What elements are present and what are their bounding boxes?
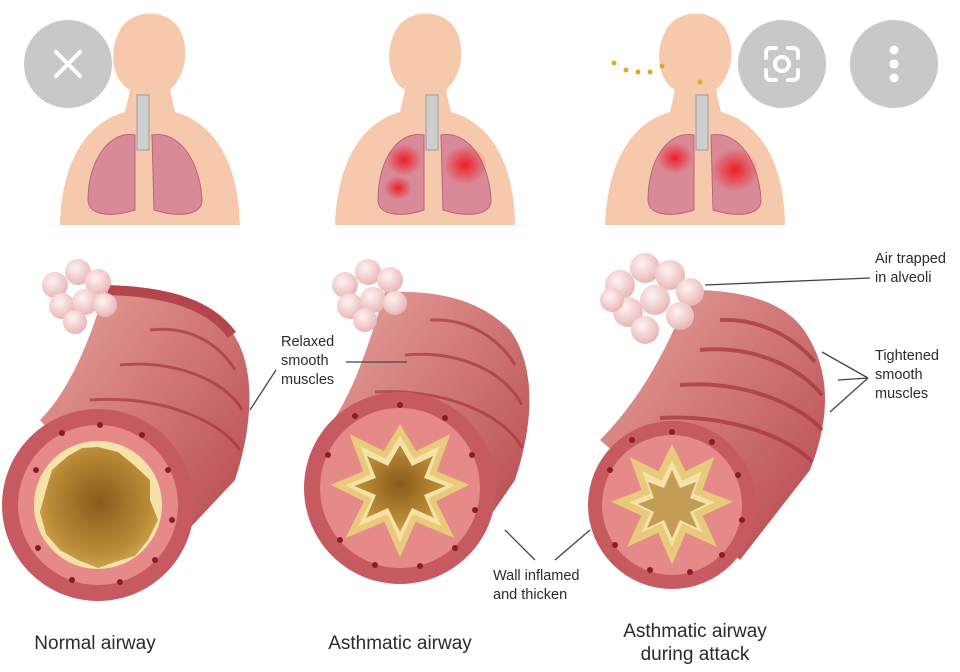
alveoli-cluster-asthmatic	[332, 259, 407, 332]
label-line: smooth	[875, 367, 923, 383]
airway-attack	[588, 253, 825, 589]
more-options-button[interactable]	[850, 20, 938, 108]
more-vertical-icon	[889, 45, 899, 83]
alveoli-cluster-attack	[600, 253, 704, 344]
torso-attack	[605, 13, 785, 225]
label-wall-inflamed: Wall inflamed and thicken	[493, 567, 580, 605]
caption-line: Asthmatic airway	[328, 633, 472, 654]
label-tightened-smooth-muscles: Tightened smooth muscles	[875, 347, 939, 404]
close-icon	[54, 50, 82, 78]
label-relaxed-smooth-muscles: Relaxed smooth muscles	[281, 333, 334, 390]
label-line: and thicken	[493, 587, 568, 603]
caption-asthmatic-airway: Asthmatic airway	[310, 632, 490, 655]
label-line: Relaxed	[281, 334, 335, 350]
torso-asthmatic	[335, 13, 515, 225]
airway-asthmatic	[304, 259, 530, 584]
caption-line: Normal airway	[34, 633, 156, 654]
caption-asthmatic-airway-attack: Asthmatic airway during attack	[600, 620, 790, 666]
close-button[interactable]	[24, 20, 112, 108]
airway-normal	[2, 259, 250, 601]
leader-lines	[249, 277, 871, 561]
label-line: muscles	[875, 386, 929, 402]
caption-normal-airway: Normal airway	[10, 632, 180, 655]
caption-line: Asthmatic airway	[623, 621, 767, 642]
label-line: Wall inflamed	[493, 568, 580, 584]
alveoli-cluster-normal	[42, 259, 117, 334]
lens-search-button[interactable]	[738, 20, 826, 108]
torso-normal	[60, 13, 240, 225]
lens-search-icon	[764, 46, 800, 82]
label-line: in alveoli	[875, 270, 932, 286]
caption-line: during attack	[640, 644, 750, 665]
label-line: Tightened	[875, 348, 939, 364]
label-line: muscles	[281, 372, 335, 388]
label-line: Air trapped	[875, 251, 946, 267]
label-air-trapped: Air trapped in alveoli	[875, 250, 946, 288]
label-line: smooth	[281, 353, 329, 369]
